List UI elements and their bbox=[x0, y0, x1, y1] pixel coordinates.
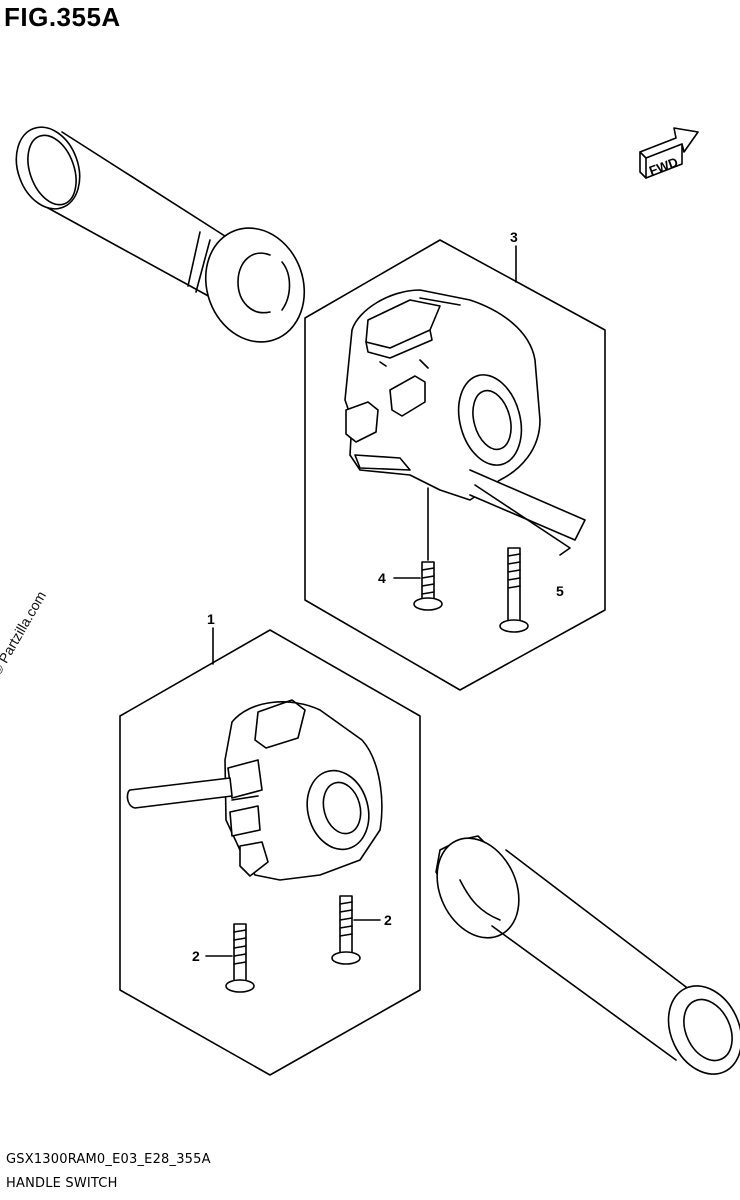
fwd-arrow-icon: FWD bbox=[639, 127, 699, 179]
figure-code: GSX1300RAM0_E03_E28_355A bbox=[6, 1152, 211, 1167]
screw-2b bbox=[331, 895, 361, 965]
group-frame-1 bbox=[119, 629, 421, 1076]
fwd-label: FWD bbox=[647, 154, 680, 178]
callout-3: 3 bbox=[510, 229, 518, 245]
throttle-grip bbox=[435, 835, 740, 1075]
figure-title: FIG.355A bbox=[4, 2, 121, 32]
group-frame-3 bbox=[304, 239, 606, 691]
left-handle-switch bbox=[126, 699, 383, 881]
screw-5 bbox=[499, 547, 529, 633]
callout-2a: 2 bbox=[192, 948, 200, 964]
callout-5: 5 bbox=[556, 583, 564, 599]
screw-2a bbox=[225, 923, 255, 993]
figure-name: HANDLE SWITCH bbox=[6, 1176, 118, 1191]
callout-2b: 2 bbox=[384, 912, 392, 928]
right-handle-switch bbox=[344, 289, 586, 556]
callout-4: 4 bbox=[378, 570, 386, 586]
screw-4 bbox=[413, 561, 443, 611]
left-grip bbox=[15, 126, 306, 343]
callout-1: 1 bbox=[207, 611, 215, 627]
